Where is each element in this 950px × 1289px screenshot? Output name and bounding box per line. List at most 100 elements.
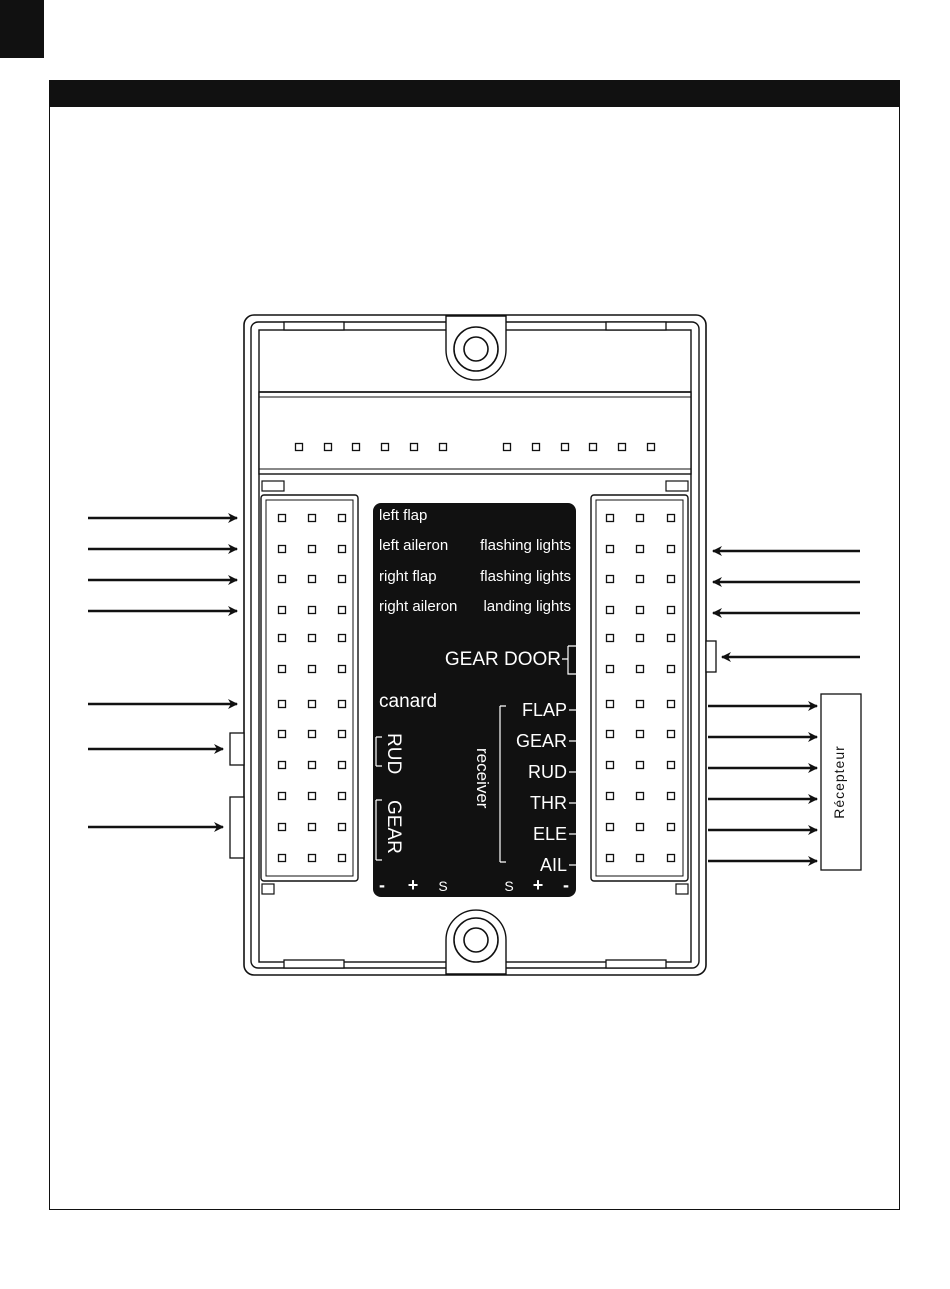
pin-icon <box>637 824 644 831</box>
pin-icon <box>279 546 286 553</box>
pin-icon <box>339 731 346 738</box>
pin-icon <box>607 824 614 831</box>
label-canard: canard <box>379 691 437 712</box>
pin-icon <box>668 701 675 708</box>
right-input-arrows <box>713 551 860 657</box>
pin-icon <box>309 635 316 642</box>
pin-icon <box>637 635 644 642</box>
pin-icon <box>607 515 614 522</box>
pin-icon <box>590 444 597 451</box>
pin-icon <box>648 444 655 451</box>
label-left-flap: left flap <box>379 507 427 524</box>
pin-icon <box>339 666 346 673</box>
pin-icon <box>309 824 316 831</box>
pin-icon <box>339 793 346 800</box>
label-landing-lights: landing lights <box>483 598 571 615</box>
label-flashing-lights-2: flashing lights <box>480 568 571 585</box>
pin-icon <box>607 666 614 673</box>
label-gear-door: GEAR DOOR <box>445 649 561 670</box>
pin-icon <box>309 546 316 553</box>
receiver-output-arrows <box>708 706 817 861</box>
pin-icon <box>309 701 316 708</box>
pin-icon <box>339 635 346 642</box>
pin-icon <box>607 793 614 800</box>
pin-icon <box>339 701 346 708</box>
label-panel: left flap left aileron right flap right … <box>373 503 590 897</box>
pin-icon <box>279 635 286 642</box>
pin-icon <box>668 607 675 614</box>
pin-icon <box>279 515 286 522</box>
pin-icon <box>668 793 675 800</box>
pin-icon <box>637 576 644 583</box>
pin-icon <box>309 731 316 738</box>
pin-icon <box>668 731 675 738</box>
pin-icon <box>309 793 316 800</box>
pin-icon <box>309 515 316 522</box>
pin-icon <box>668 546 675 553</box>
pin-icon <box>411 444 418 451</box>
pin-icon <box>637 701 644 708</box>
label-channel-flap: FLAP <box>522 700 567 720</box>
pin-icon <box>279 731 286 738</box>
pin-icon <box>619 444 626 451</box>
pin-icon <box>309 607 316 614</box>
pin-icon <box>607 546 614 553</box>
receiver-label: Récepteur <box>831 745 847 819</box>
pin-icon <box>325 444 332 451</box>
pin-icon <box>668 666 675 673</box>
pin-icon <box>279 576 286 583</box>
pin-icon <box>637 731 644 738</box>
pin-icon <box>440 444 447 451</box>
label-flashing-lights-1: flashing lights <box>480 537 571 554</box>
pin-icon <box>668 855 675 862</box>
label-gear-vertical: GEAR <box>383 800 404 854</box>
pin-icon <box>607 635 614 642</box>
pin-icon <box>533 444 540 451</box>
pin-icon <box>279 666 286 673</box>
pin-icon <box>668 824 675 831</box>
right-connector-block <box>591 495 688 881</box>
pin-icon <box>339 762 346 769</box>
pin-icon <box>339 546 346 553</box>
pin-icon <box>637 793 644 800</box>
pin-icon <box>296 444 303 451</box>
left-connector-block <box>261 495 358 881</box>
pin-icon <box>279 607 286 614</box>
pin-icon <box>607 607 614 614</box>
label-channel-ele: ELE <box>533 824 567 844</box>
pin-icon <box>562 444 569 451</box>
pin-icon <box>607 701 614 708</box>
polarity-left-plus: + <box>408 875 419 895</box>
polarity-left-minus: - <box>379 875 385 895</box>
pin-icon <box>339 824 346 831</box>
gear-door-bracket <box>706 641 716 672</box>
pin-icon <box>607 731 614 738</box>
pin-icon <box>668 515 675 522</box>
polarity-left-signal: S <box>438 878 447 894</box>
polarity-right-minus: - <box>563 875 569 895</box>
pin-icon <box>504 444 511 451</box>
label-channel-gear: GEAR <box>516 731 567 751</box>
pin-icon <box>309 762 316 769</box>
pin-icon <box>309 666 316 673</box>
pin-icon <box>279 855 286 862</box>
pin-icon <box>668 762 675 769</box>
label-rud-vertical: RUD <box>383 733 404 774</box>
pin-icon <box>668 576 675 583</box>
pin-icon <box>637 855 644 862</box>
pin-icon <box>339 576 346 583</box>
polarity-right-plus: + <box>533 875 544 895</box>
pin-icon <box>279 793 286 800</box>
label-right-flap: right flap <box>379 568 437 585</box>
pin-icon <box>637 515 644 522</box>
pin-icon <box>279 824 286 831</box>
pin-icon <box>637 546 644 553</box>
left-brackets <box>230 733 244 858</box>
label-channel-ail: AIL <box>540 855 567 875</box>
pin-icon <box>353 444 360 451</box>
pin-icon <box>637 762 644 769</box>
pin-icon <box>668 635 675 642</box>
pin-icon <box>309 855 316 862</box>
pin-icon <box>607 855 614 862</box>
left-input-arrows <box>88 518 237 827</box>
